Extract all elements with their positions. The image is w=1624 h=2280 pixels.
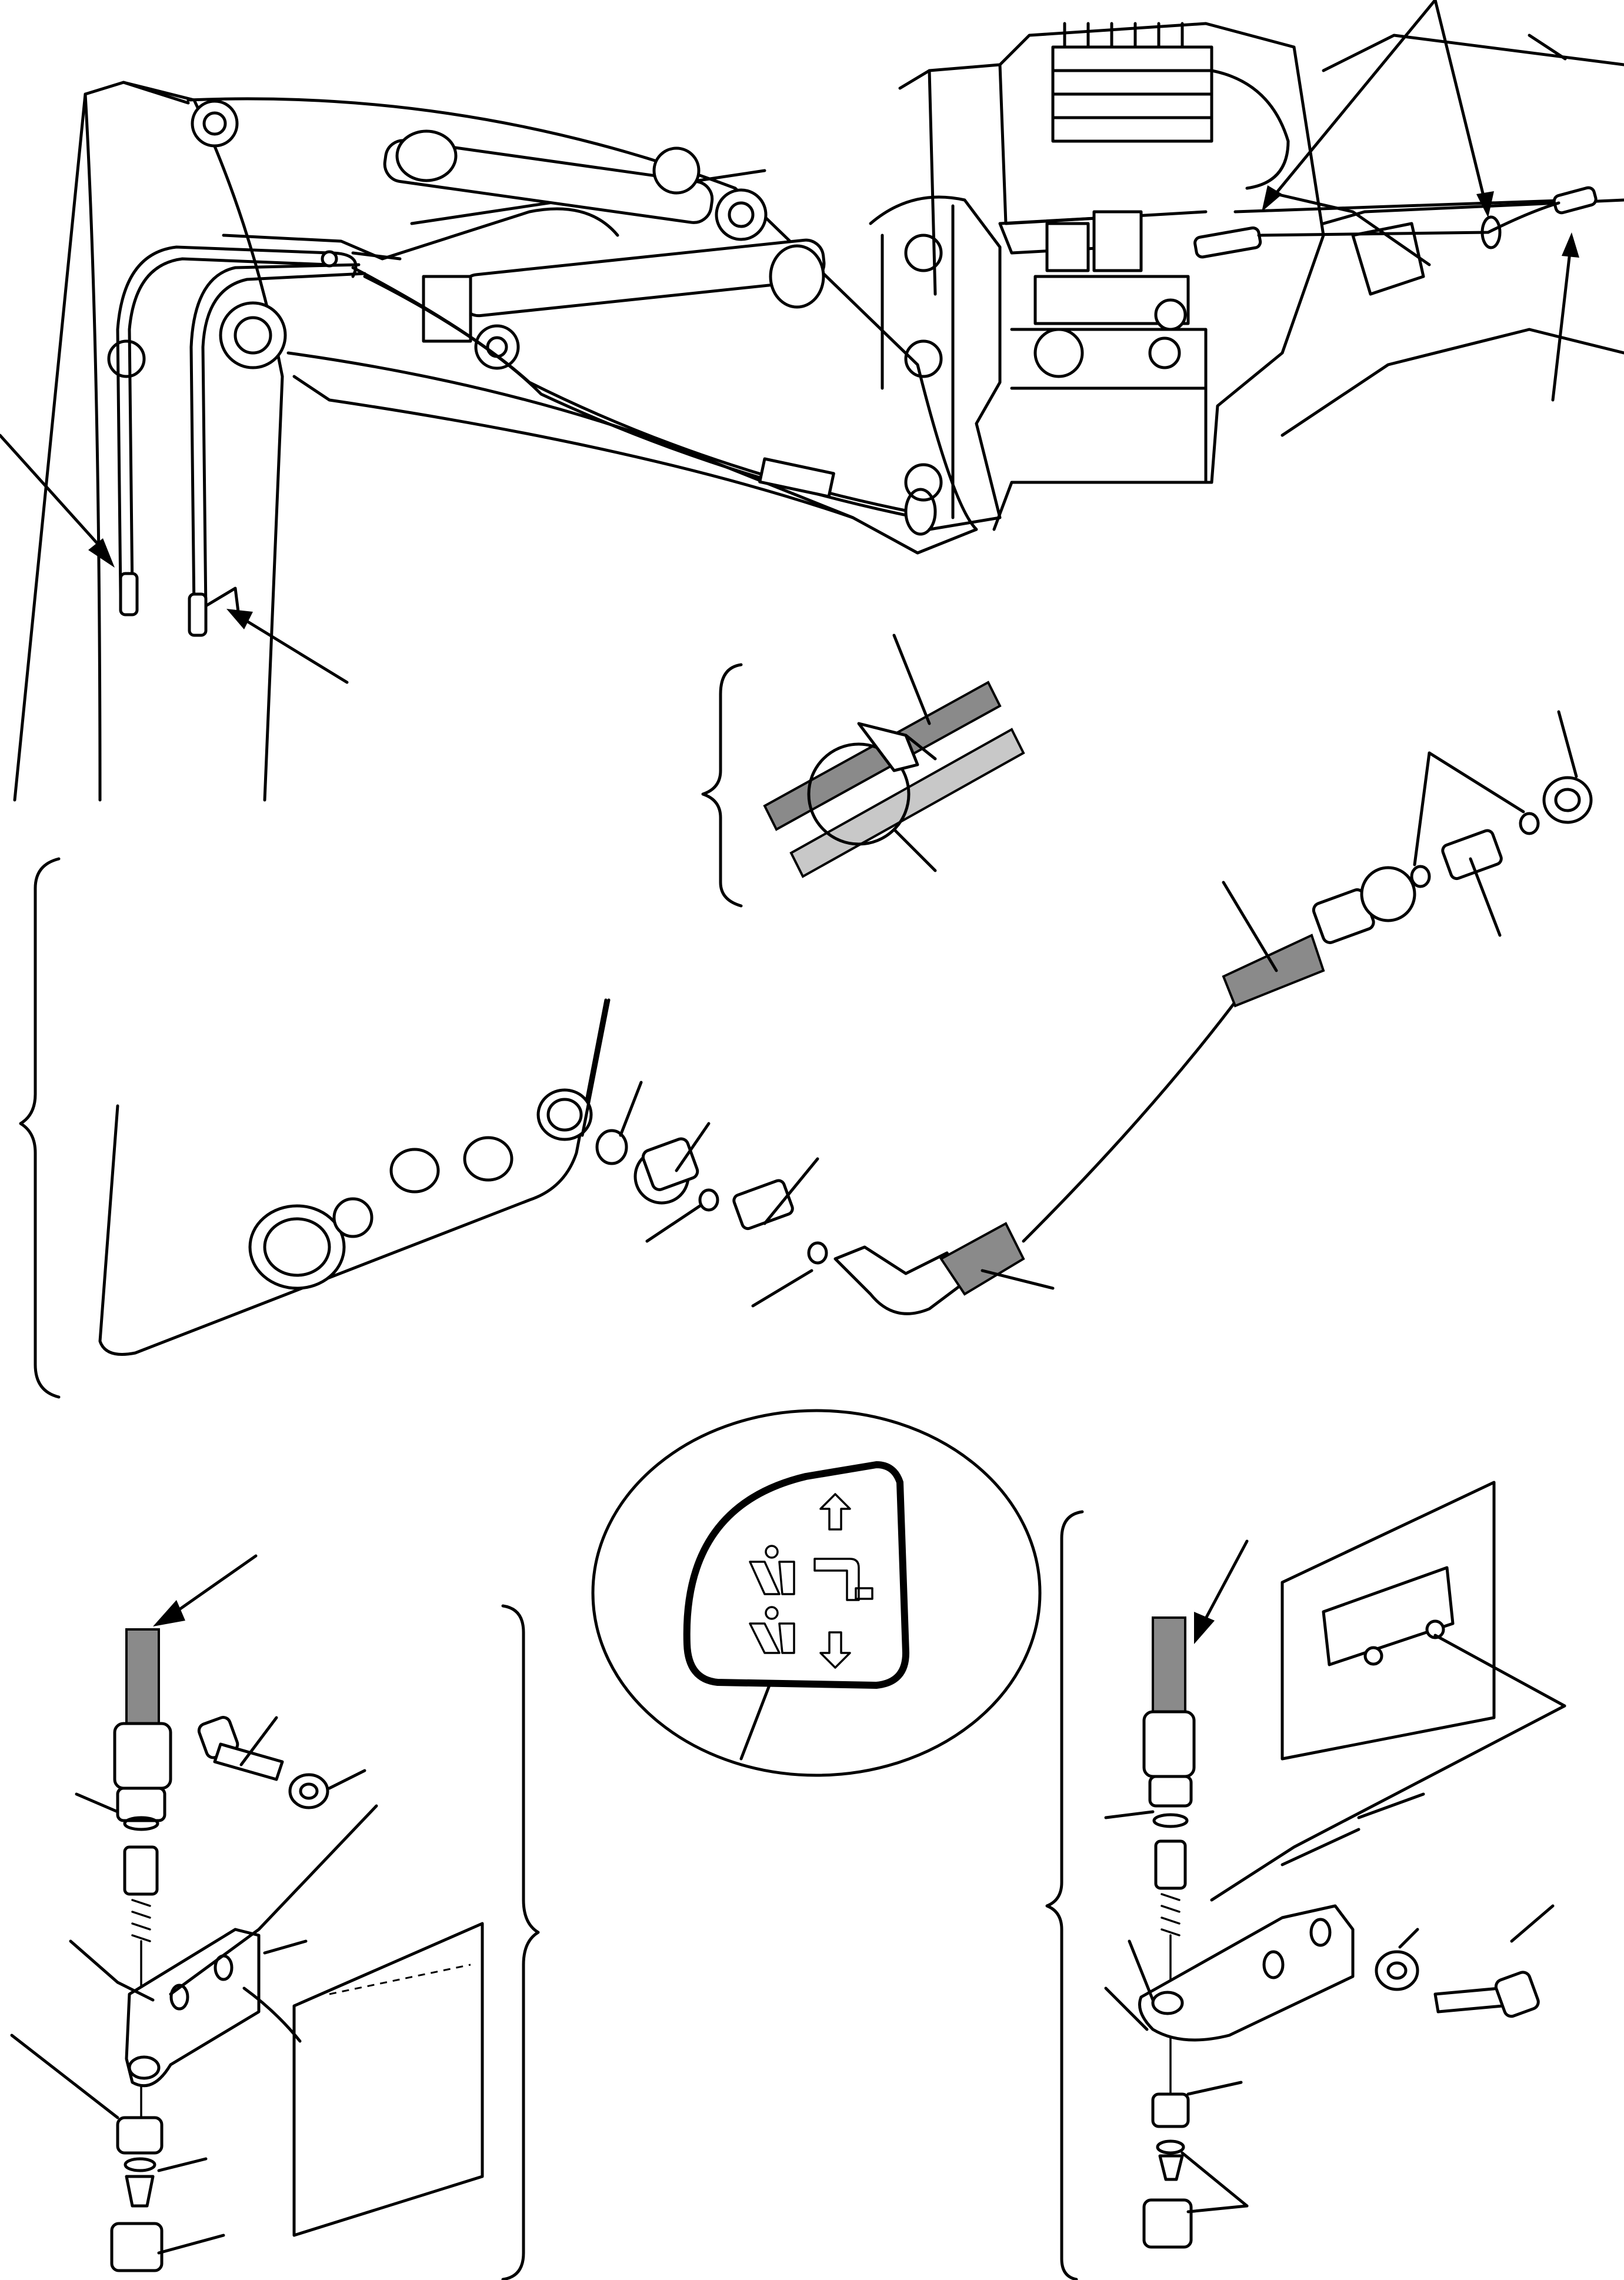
down-arrow-icon (819, 1631, 851, 1669)
joystick-lever-icon (813, 1558, 873, 1601)
up-arrow-icon (819, 1493, 851, 1531)
hose-fitting-exploded-view (19, 710, 1593, 1399)
cable-tie-detail (701, 634, 1025, 908)
pedal-upper-icon (749, 1545, 795, 1595)
bottom-right-bracket-view (1045, 1481, 1566, 2280)
boom-assembly-view (0, 0, 1624, 802)
control-pattern-decal-detail (591, 1409, 1042, 1777)
bottom-left-bracket-view (10, 1554, 540, 2280)
bolt (1433, 1971, 1540, 2018)
bolt (197, 1716, 284, 1781)
pedal-lower-icon (749, 1606, 795, 1654)
